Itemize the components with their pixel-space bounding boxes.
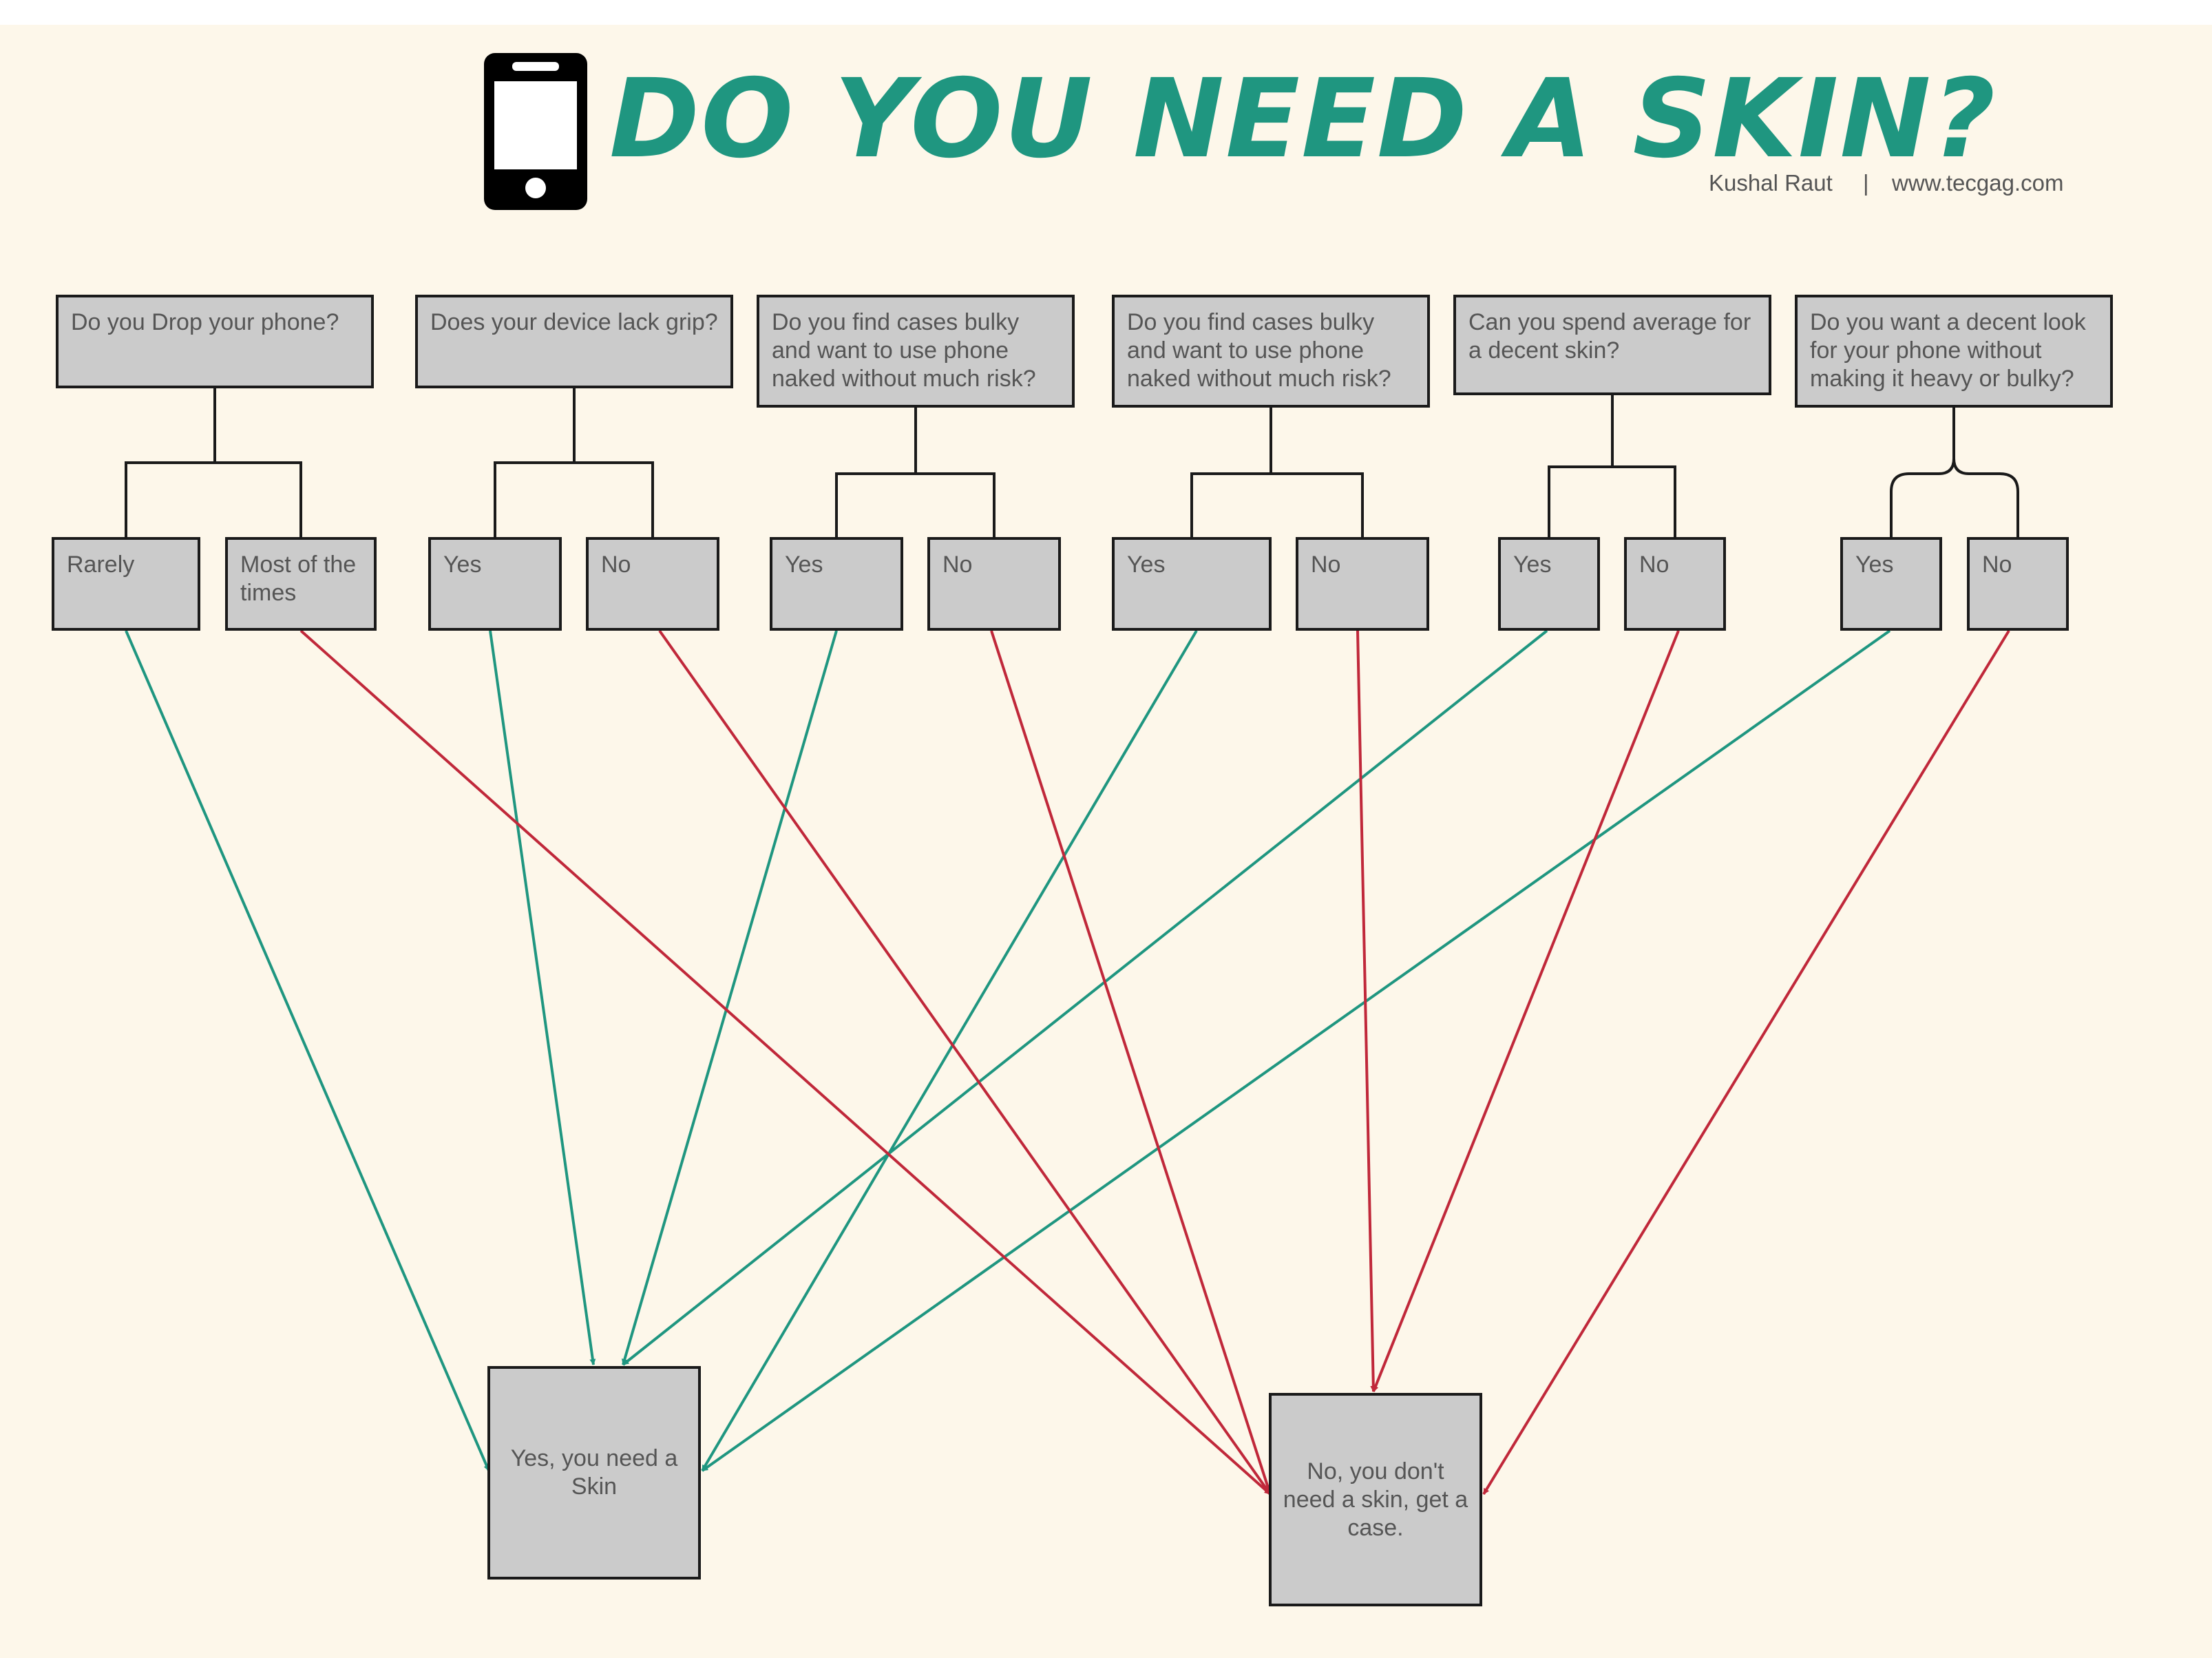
answer-box-bulky1-yes: Yes bbox=[770, 537, 903, 631]
yes-flow-arrow bbox=[489, 630, 596, 1365]
yes-flow-arrow bbox=[622, 629, 1548, 1366]
question-box-decent-look: Do you want a decent look for your phone… bbox=[1795, 295, 2113, 408]
tree-connector bbox=[494, 388, 654, 537]
result-box-no-case: No, you don't need a skin, get a case. bbox=[1269, 1393, 1482, 1606]
no-flow-arrow bbox=[299, 629, 1272, 1496]
no-flow-arrow bbox=[658, 629, 1272, 1496]
question-box-cases-bulky-1: Do you find cases bulky and want to use … bbox=[757, 295, 1075, 408]
answer-box-grip-yes: Yes bbox=[428, 537, 562, 631]
no-flow-arrow bbox=[990, 630, 1272, 1495]
tree-connector bbox=[1548, 395, 1676, 537]
answer-box-look-no: No bbox=[1967, 537, 2069, 631]
tree-connector bbox=[1890, 408, 2019, 537]
answer-box-look-yes: Yes bbox=[1840, 537, 1942, 631]
author-credit: Kushal Raut bbox=[1709, 170, 1833, 196]
question-box-drop-phone: Do you Drop your phone? bbox=[56, 295, 374, 388]
no-flow-arrow bbox=[1482, 629, 2010, 1496]
yes-flow-arrow bbox=[621, 630, 838, 1365]
answer-box-spend-yes: Yes bbox=[1498, 537, 1600, 631]
question-box-grip: Does your device lack grip? bbox=[415, 295, 733, 388]
answer-box-grip-no: No bbox=[586, 537, 719, 631]
answer-box-bulky2-no: No bbox=[1296, 537, 1429, 631]
answer-box-bulky2-yes: Yes bbox=[1112, 537, 1272, 631]
tree-connector bbox=[1190, 408, 1364, 537]
no-flow-arrow bbox=[1356, 630, 1377, 1392]
question-box-spend-average: Can you spend average for a decent skin? bbox=[1453, 295, 1771, 395]
yes-flow-arrow bbox=[125, 630, 490, 1471]
answer-box-bulky1-no: No bbox=[927, 537, 1061, 631]
no-flow-arrow bbox=[1372, 630, 1680, 1392]
tree-connectors bbox=[125, 388, 2019, 537]
result-box-yes-skin: Yes, you need a Skin bbox=[487, 1366, 701, 1580]
yes-flow-arrow bbox=[701, 629, 1891, 1472]
question-box-cases-bulky-2: Do you find cases bulky and want to use … bbox=[1112, 295, 1430, 408]
answer-box-spend-no: No bbox=[1624, 537, 1726, 631]
answer-box-most-of-the-times: Most of the times bbox=[225, 537, 377, 631]
website-link[interactable]: www.tecgag.com bbox=[1892, 170, 2064, 196]
page-title: DO YOU NEED A SKIN? bbox=[609, 56, 1997, 182]
smartphone-icon bbox=[484, 53, 587, 210]
tree-connector bbox=[125, 388, 302, 537]
tree-connector bbox=[835, 408, 996, 537]
credit-separator: | bbox=[1863, 170, 1869, 196]
flow-arrows bbox=[125, 629, 2010, 1496]
yes-flow-arrow bbox=[701, 629, 1198, 1472]
answer-box-rarely: Rarely bbox=[52, 537, 200, 631]
